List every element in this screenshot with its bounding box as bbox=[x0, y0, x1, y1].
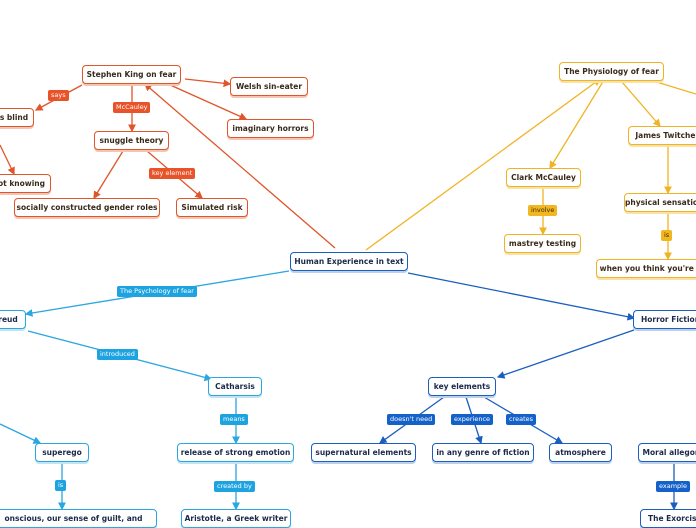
node-unconscious-guilt[interactable]: onscious, our sense of guilt, and bbox=[0, 509, 157, 528]
node-any-genre[interactable]: in any genre of fiction bbox=[432, 443, 534, 462]
label-is-superego: is bbox=[55, 480, 67, 491]
label-example: example bbox=[656, 481, 690, 492]
node-james-twitchell[interactable]: James Twitchell bbox=[628, 126, 696, 145]
node-superego[interactable]: superego bbox=[35, 443, 89, 462]
label-mccauley: McCauley bbox=[113, 102, 151, 113]
label-created-by: created by bbox=[214, 481, 255, 492]
node-welsh-sin-eater[interactable]: Welsh sin-eater bbox=[230, 77, 308, 96]
node-horror-fiction[interactable]: Horror Fiction bbox=[633, 310, 696, 329]
node-mastery-testing[interactable]: mastrey testing bbox=[504, 234, 581, 253]
node-is-blind[interactable]: s blind bbox=[0, 108, 34, 127]
label-key-element: key element bbox=[149, 168, 196, 179]
label-means: means bbox=[220, 414, 248, 425]
node-release-emotion[interactable]: release of strong emotion bbox=[177, 443, 294, 462]
label-creates: creates bbox=[506, 414, 537, 425]
label-says: says bbox=[48, 90, 69, 101]
label-involve: involve bbox=[528, 205, 558, 216]
node-stephen-king[interactable]: Stephen King on fear bbox=[82, 65, 181, 84]
node-gender-roles[interactable]: socially constructed gender roles bbox=[14, 198, 160, 217]
node-supernatural-elements[interactable]: supernatural elements bbox=[311, 443, 416, 462]
label-experience: experience bbox=[451, 414, 494, 425]
label-psychology-of-fear: The Psychology of fear bbox=[117, 286, 197, 297]
node-when-you-think[interactable]: when you think you're in bbox=[596, 259, 696, 278]
label-introduced: introduced bbox=[97, 349, 138, 360]
node-key-elements[interactable]: key elements bbox=[428, 377, 496, 396]
node-physical-sensations[interactable]: physical sensations bbox=[624, 193, 696, 212]
node-catharsis[interactable]: Catharsis bbox=[208, 377, 262, 396]
label-doesnt-need: doesn't need bbox=[387, 414, 436, 425]
node-physiology-of-fear[interactable]: The Physiology of fear bbox=[559, 62, 664, 81]
node-not-knowing[interactable]: ot knowing bbox=[0, 174, 51, 193]
label-is: is bbox=[661, 230, 673, 241]
node-root-human-experience[interactable]: Human Experience in text bbox=[290, 252, 408, 271]
node-aristotle[interactable]: Aristotle, a Greek writer bbox=[181, 509, 291, 528]
node-moral-allegory[interactable]: Moral allegory bbox=[638, 443, 696, 462]
node-clark-mccauley[interactable]: Clark McCauley bbox=[506, 168, 581, 187]
node-simulated-risk[interactable]: Simulated risk bbox=[176, 198, 248, 217]
node-the-exorcist[interactable]: The Exorcist bbox=[640, 509, 696, 528]
node-snuggle-theory[interactable]: snuggle theory bbox=[94, 131, 169, 150]
node-freud[interactable]: reud bbox=[0, 310, 26, 329]
node-imaginary-horrors[interactable]: imaginary horrors bbox=[227, 119, 314, 138]
node-atmosphere[interactable]: atmosphere bbox=[549, 443, 612, 462]
